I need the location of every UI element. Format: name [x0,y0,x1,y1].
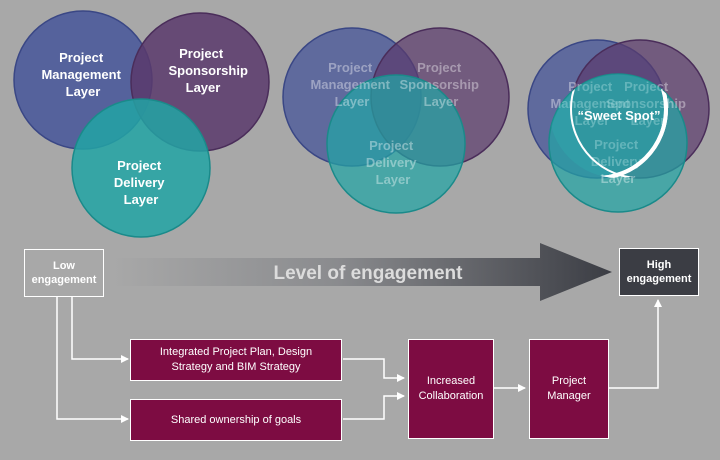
low-engagement-box: Low engagement [24,249,104,297]
delivery-circle [71,98,211,238]
sweet-spot-outline [549,74,668,178]
connector-manager-to-high [609,299,662,389]
engagement-arrow-label: Level of engagement [274,263,464,284]
increased-collaboration-box: Increased Collaboration [408,339,494,439]
venn-diagram-sweet-spot: Project Management Layer Project Sponsor… [527,39,710,213]
high-engagement-line2: engagement [626,273,692,285]
engagement-arrow [112,243,612,301]
connector-low-to-plan [71,297,129,363]
sponsorship-label: Project Sponsorship Layer [168,46,251,95]
delivery-label: Project Delivery Layer [366,138,420,187]
venn-diagram-overlapping: Project Management Layer Project Sponsor… [282,27,510,214]
sweet-spot-label: “Sweet Spot” [577,108,660,123]
delivery-label: Project Delivery Layer [591,137,645,186]
manager-line2: Manager [547,390,591,402]
sweet-spot-outline-left [570,74,687,178]
connector-plan-to-collab [343,358,405,382]
integrated-plan-line1: Integrated Project Plan, Design [159,346,313,358]
integrated-plan-line2: Strategy and BIM Strategy [171,361,301,373]
collaboration-line2: Collaboration [418,390,484,402]
delivery-circle [548,73,688,213]
flow-connectors [56,297,662,423]
venn-diagram-separate: Project Management Layer Project Sponsor… [13,10,270,238]
sponsorship-label: Project Sponsorship Layer [399,60,482,109]
project-manager-box: Project Manager [529,339,609,439]
shared-goals-label: Shared ownership of goals [170,413,302,426]
high-engagement-box: High engagement [619,248,699,296]
management-label: Project Management Layer [41,50,124,99]
connector-goals-to-collab [343,392,405,420]
connector-low-to-goals [56,297,129,423]
collaboration-line1: Increased [426,375,476,387]
delivery-label: Project Delivery Layer [114,158,168,207]
management-label: Project Management Layer [310,60,393,109]
manager-line1: Project [551,375,587,387]
low-engagement-line1: Low [52,260,75,272]
integrated-plan-box: Integrated Project Plan, Design Strategy… [130,339,342,381]
low-engagement-line2: engagement [31,274,97,286]
high-engagement-line1: High [646,259,672,271]
shared-goals-box: Shared ownership of goals [130,399,342,441]
delivery-circle [326,74,466,214]
